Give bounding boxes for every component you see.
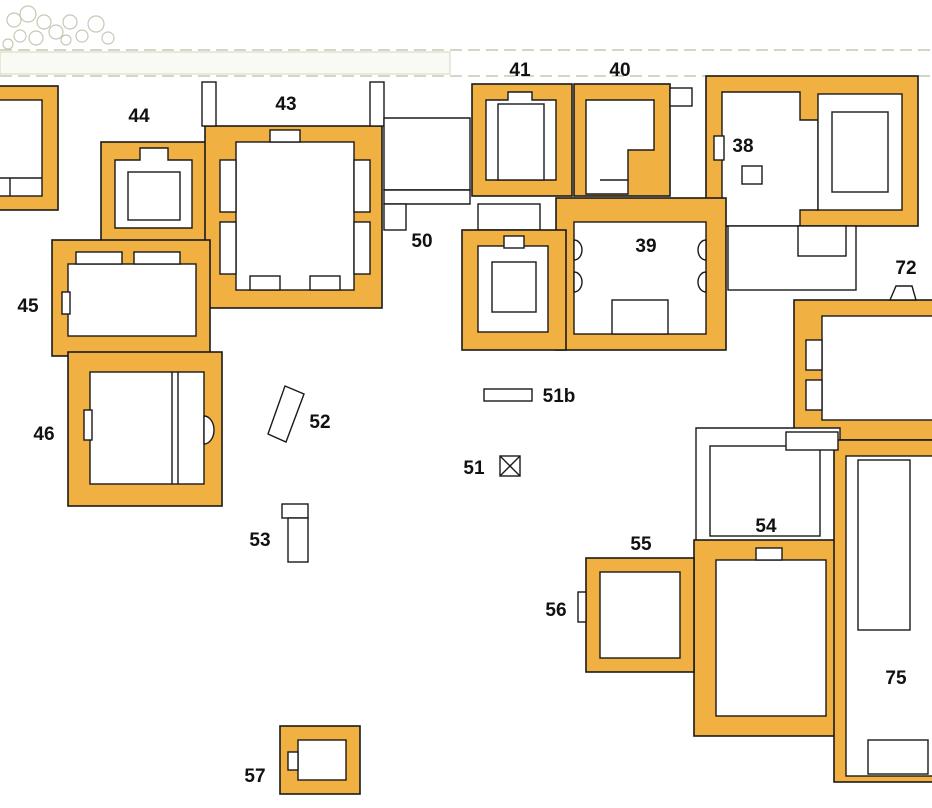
corridor-50 <box>383 117 471 231</box>
building-38 <box>669 75 919 227</box>
building-43 <box>201 81 385 309</box>
building-39 <box>555 197 727 351</box>
monument-51 <box>499 455 521 477</box>
label-39: 39 <box>635 236 656 257</box>
corridor-east <box>477 203 857 291</box>
monument-52 <box>267 385 305 443</box>
building-44 <box>100 141 207 243</box>
label-54: 54 <box>755 516 777 537</box>
label-51: 51 <box>463 458 485 479</box>
stone-course <box>0 51 451 75</box>
label-38: 38 <box>732 136 753 157</box>
monument-53 <box>281 503 309 563</box>
label-51b: 51b <box>543 386 576 407</box>
label-72: 72 <box>895 258 916 279</box>
label-45: 45 <box>17 296 39 317</box>
building-46 <box>67 351 223 507</box>
building-54 <box>693 427 841 737</box>
label-43: 43 <box>275 94 296 115</box>
label-40: 40 <box>609 60 630 81</box>
label-52: 52 <box>309 412 330 433</box>
monument-51b <box>483 388 533 402</box>
label-53: 53 <box>249 530 270 551</box>
building-75 <box>785 431 932 783</box>
label-56: 56 <box>545 600 566 621</box>
label-46: 46 <box>33 424 54 445</box>
building-45 <box>51 239 211 357</box>
building-72 <box>793 285 932 441</box>
rubble-wall <box>2 5 115 50</box>
building-55 <box>577 557 695 673</box>
label-41: 41 <box>509 60 531 81</box>
building-40 <box>573 83 671 197</box>
label-44: 44 <box>128 106 150 127</box>
building-57 <box>279 725 361 795</box>
label-55: 55 <box>630 534 652 555</box>
building-below-41 <box>461 229 567 351</box>
label-57: 57 <box>244 766 265 787</box>
building-left-edge <box>0 85 59 211</box>
building-41 <box>471 83 573 197</box>
label-75: 75 <box>885 668 907 689</box>
label-50: 50 <box>411 231 432 252</box>
